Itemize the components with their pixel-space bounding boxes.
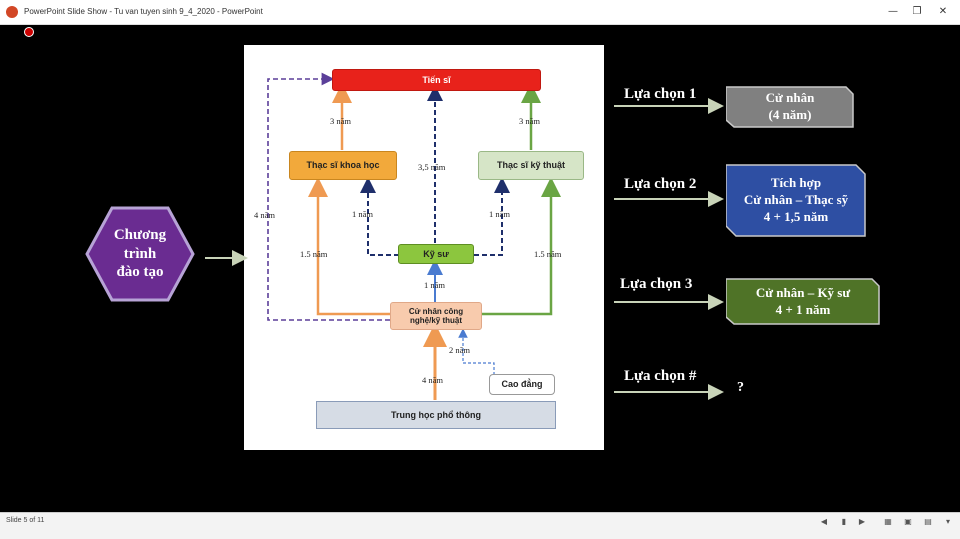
grid-icon[interactable]: ▦	[884, 517, 892, 526]
option-2-box: Tích hợp Cử nhân – Thạc sỹ 4 + 1,5 năm	[726, 164, 866, 237]
thpt-box: Trung học phổ thông	[316, 401, 556, 429]
cao-dang-box: Cao đẳng	[489, 374, 555, 395]
thac-si-khoa-hoc-box: Thạc sĩ khoa học	[289, 151, 397, 180]
option-4-answer: ?	[737, 380, 744, 395]
hexagon-line-1: Chương	[113, 226, 167, 243]
ky-su-box: Kỹ sư	[398, 244, 474, 264]
cu-nhan-line-1: Cử nhân công	[408, 306, 464, 316]
slideshow-status-bar: Slide 5 of 11 ◀ ▮ ▶ ▦ ▣ ▤ ▾	[0, 512, 960, 539]
label-right-15nam: 1.5 năm	[534, 249, 562, 259]
label-left-1nam: 1 năm	[352, 209, 374, 219]
cu-nhan-box: Cử nhân công nghệ/kỹ thuật	[390, 302, 482, 330]
label-left-4nam: 4 năm	[254, 210, 276, 220]
option-3-box: Cử nhân – Kỹ sư 4 + 1 năm	[726, 278, 880, 325]
label-left-15nam: 1.5 năm	[300, 249, 328, 259]
laser-pointer-icon	[24, 27, 34, 37]
hexagon-shape	[85, 206, 195, 302]
minimize-button[interactable]: —	[888, 6, 898, 17]
window-title-bar: PowerPoint Slide Show - Tu van tuyen sin…	[0, 0, 960, 25]
slide-indicator: Slide 5 of 11	[6, 517, 45, 524]
option-1-line-1: Cử nhân	[765, 90, 815, 106]
option-2-line-1: Tích hợp	[770, 175, 822, 191]
next-icon[interactable]: ▶	[858, 517, 866, 526]
diagram-panel: Tiến sĩ Thạc sĩ khoa học Thạc sĩ kỹ thuậ…	[244, 45, 604, 450]
view-icon[interactable]: ▤	[924, 517, 932, 526]
close-button[interactable]: ✕	[938, 6, 948, 17]
option-1-box: Cử nhân (4 năm)	[726, 86, 854, 128]
hexagon-text: Chương trình đào tạo	[85, 206, 195, 302]
option-2-line-3: 4 + 1,5 năm	[763, 208, 829, 224]
restore-button[interactable]: ❐	[912, 6, 922, 17]
option-2-line-2: Cử nhân – Thạc sỹ	[743, 192, 849, 208]
label-center-35nam: 3,5 năm	[418, 162, 446, 172]
option-4-label: Lựa chọn #	[624, 368, 697, 384]
tien-si-box: Tiến sĩ	[332, 69, 541, 91]
option-3-line-2: 4 + 1 năm	[775, 301, 831, 317]
settings-icon[interactable]: ▾	[945, 517, 950, 526]
option-3-label: Lựa chọn 3	[620, 276, 693, 292]
option-1-label: Lựa chọn 1	[624, 86, 697, 102]
thac-si-ky-thuat-box: Thạc sĩ kỹ thuật	[478, 151, 584, 180]
label-bottom-4nam: 4 năm	[422, 375, 444, 385]
prev-icon[interactable]: ◀	[820, 517, 828, 526]
notes-icon[interactable]: ▮	[841, 517, 847, 526]
diagram-connectors	[267, 72, 561, 400]
powerpoint-app-icon	[6, 6, 18, 18]
label-right-3nam: 3 năm	[519, 116, 541, 126]
option-2-label: Lựa chọn 2	[624, 176, 697, 192]
fit-icon[interactable]: ▣	[904, 517, 912, 526]
window-title: PowerPoint Slide Show - Tu van tuyen sin…	[24, 7, 263, 16]
label-cd-2nam: 2 năm	[449, 345, 471, 355]
hexagon-line-3: đào tạo	[116, 264, 164, 281]
option-3-line-1: Cử nhân – Kỹ sư	[755, 284, 851, 300]
label-center-1nam: 1 năm	[424, 280, 446, 290]
cu-nhan-line-2: nghệ/kỹ thuật	[409, 316, 462, 325]
label-left-3nam: 3 năm	[330, 116, 352, 126]
label-right-1nam: 1 năm	[489, 209, 511, 219]
hexagon-line-2: trình	[123, 245, 157, 262]
option-1-line-2: (4 năm)	[768, 107, 812, 122]
